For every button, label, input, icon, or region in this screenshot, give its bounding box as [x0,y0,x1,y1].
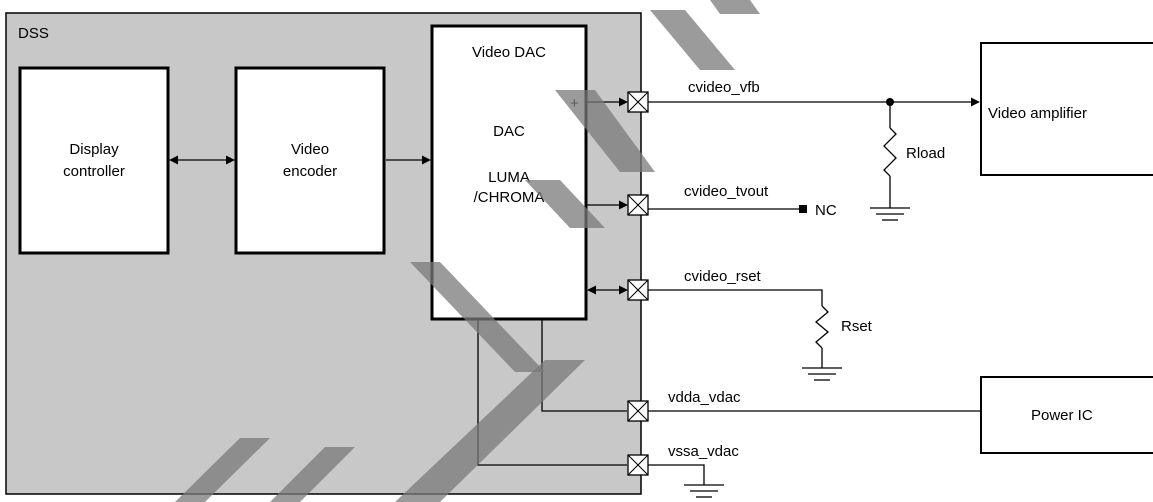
nc-terminal [799,205,807,213]
video-encoder-label-line2: encoder [283,163,337,180]
vssa-vdac-label: vssa_vdac [668,443,739,460]
pin-vdda-vdac [627,400,649,422]
watermark [175,0,760,502]
cvideo-rset-label: cvideo_rset [684,268,762,285]
video-amplifier-label: Video amplifier [988,105,1087,122]
vdda-internal-wire [541,319,627,412]
vdda-vdac-label: vdda_vdac [668,389,741,406]
pin-cvideo-vfb [627,91,649,113]
power-ic-label: Power IC [1031,407,1093,424]
pin-vssa-vdac [627,454,649,476]
cvideo-tvout-label: cvideo_tvout [684,183,769,200]
rset-resistor [814,305,830,349]
power-ic-block [980,376,1153,454]
display-controller-label-line2: controller [63,163,125,180]
video-amplifier-block [980,42,1153,176]
video-dac-title: Video DAC [472,44,546,61]
ground-symbol-rload [870,207,910,221]
display-controller-block [18,66,170,255]
rload-resistor [883,127,897,177]
luma-label: LUMA [488,169,530,186]
display-controller-label-line1: Display [69,141,119,158]
ground-symbol-vssa [684,484,724,498]
vssa-wire [648,464,705,485]
video-dac-block [430,24,588,321]
chroma-label: /CHROMA [474,189,545,206]
nc-label: NC [815,202,837,219]
cvideo-vfb-label: cvideo_vfb [688,79,760,96]
video-encoder-block [234,66,386,255]
dac-label: DAC [493,123,525,140]
dss-label: DSS [18,25,49,42]
rload-label: Rload [906,145,945,162]
ground-symbol-rset [802,367,842,381]
pin-cvideo-tvout [627,194,649,216]
rset-wire [648,289,823,306]
rset-label: Rset [841,318,873,335]
vssa-internal-wire [477,319,627,466]
pin-cvideo-rset [627,279,649,301]
video-encoder-label-line1: Video [291,141,329,158]
